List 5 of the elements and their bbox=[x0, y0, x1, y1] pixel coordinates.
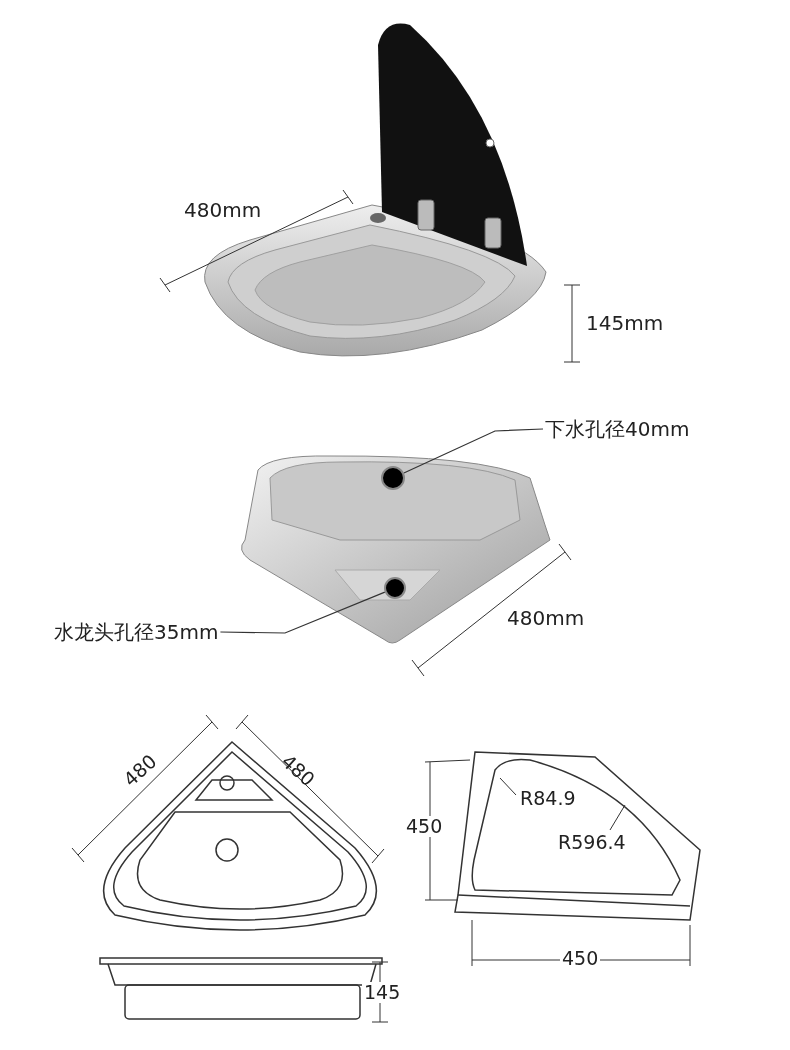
dimension-label: 450 bbox=[404, 816, 445, 837]
dimension-label: 480 bbox=[118, 749, 162, 792]
leader-line bbox=[403, 428, 544, 474]
leader-line bbox=[219, 591, 386, 634]
dimension-label: 480 bbox=[276, 749, 321, 792]
